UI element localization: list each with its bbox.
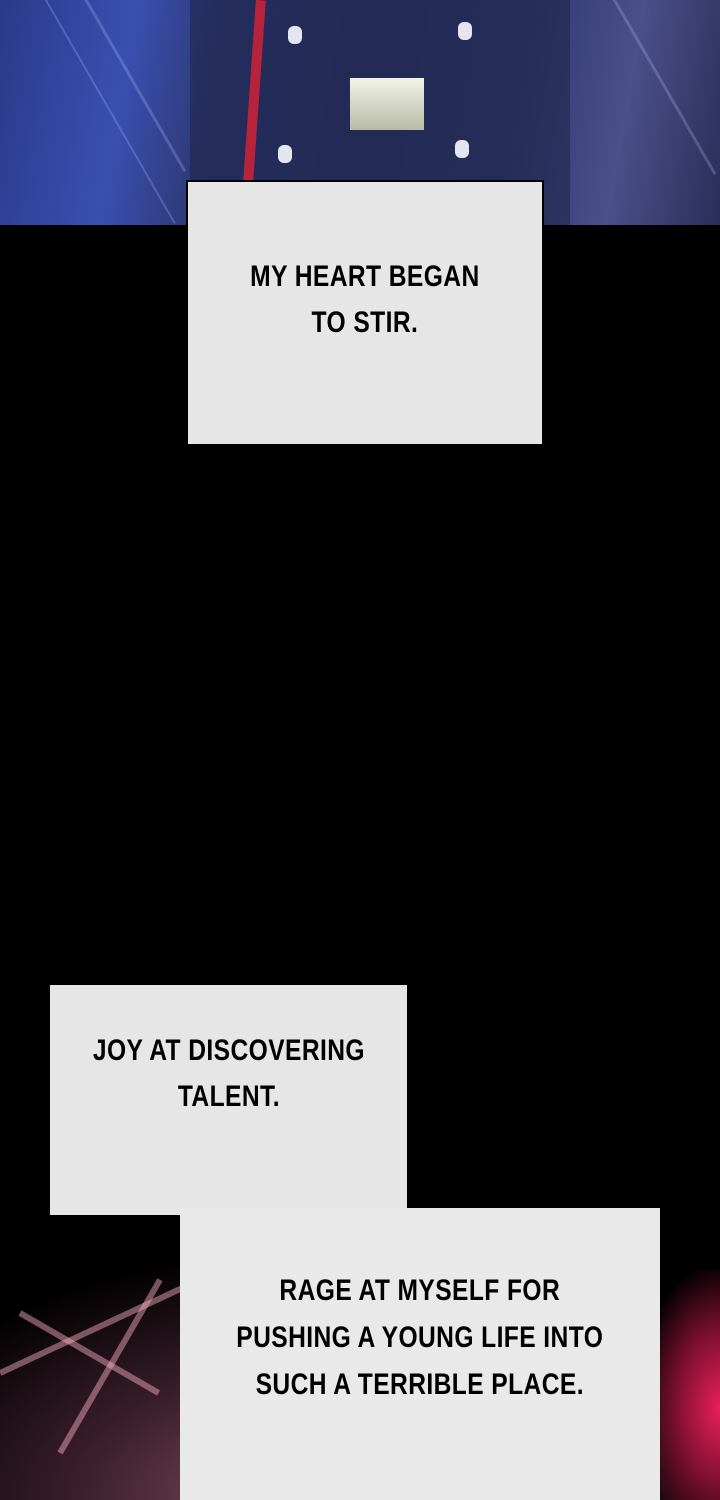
speed-line xyxy=(33,0,187,173)
coat-button xyxy=(288,26,302,44)
coat-button xyxy=(455,140,469,158)
belt-buckle xyxy=(350,78,424,130)
speed-line xyxy=(583,0,717,175)
caption-box: MY HEART BEGAN TO STIR. xyxy=(186,180,544,446)
coat-button xyxy=(278,145,292,163)
caption-text: RAGE AT MYSELF FOR PUSHING A YOUNG LIFE … xyxy=(236,1273,604,1401)
coat-button xyxy=(458,22,472,40)
speed-line xyxy=(44,0,176,225)
caption-text: JOY AT DISCOVERING TALENT. xyxy=(92,1034,365,1113)
caption-box: JOY AT DISCOVERING TALENT. xyxy=(50,985,407,1215)
caption-box: RAGE AT MYSELF FOR PUSHING A YOUNG LIFE … xyxy=(180,1208,660,1500)
caption-text: MY HEART BEGAN TO STIR. xyxy=(250,260,480,339)
